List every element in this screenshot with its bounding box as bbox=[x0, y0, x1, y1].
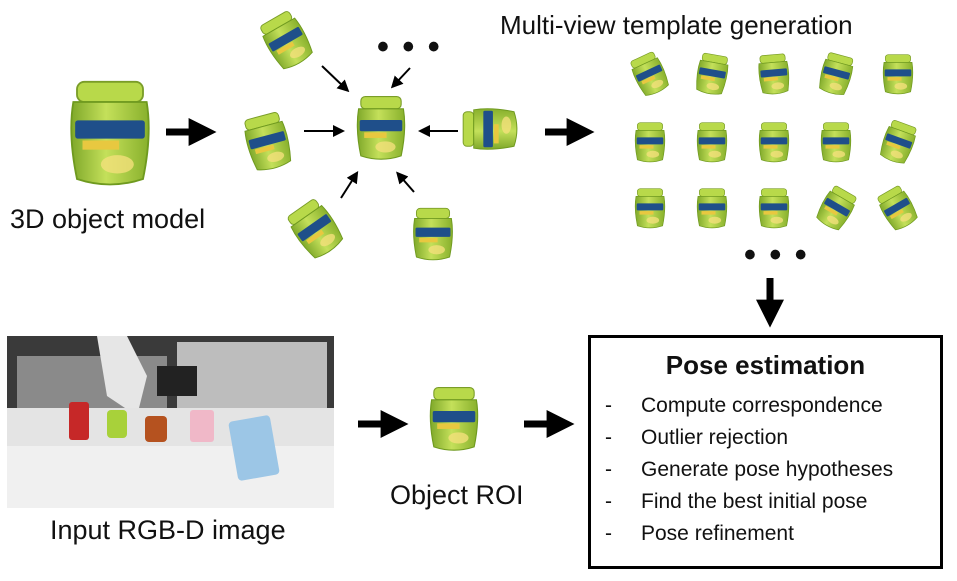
step-text: Compute correspondence bbox=[641, 394, 883, 417]
template-grid bbox=[622, 52, 922, 242]
template-jar bbox=[813, 50, 859, 100]
pose-step: - Outlier rejection bbox=[605, 426, 788, 450]
template-jar bbox=[694, 188, 730, 230]
object-roi-jar bbox=[426, 384, 482, 456]
pose-step: - Pose refinement bbox=[605, 522, 794, 546]
step-bullet: - bbox=[605, 458, 612, 481]
step-bullet: - bbox=[605, 522, 612, 545]
template-jar bbox=[810, 182, 862, 236]
view-jar bbox=[462, 105, 520, 153]
view-arrow bbox=[396, 171, 415, 193]
template-jar bbox=[632, 122, 668, 164]
label-multiview-template-generation: Multi-view template generation bbox=[500, 10, 853, 40]
view-arrow bbox=[340, 170, 359, 199]
pose-step: - Compute correspondence bbox=[605, 394, 883, 418]
pose-estimation-box: Pose estimation -Compute correspondence … bbox=[588, 335, 943, 569]
step-text: Pose refinement bbox=[641, 522, 794, 545]
pose-estimation-title: Pose estimation bbox=[665, 350, 866, 380]
template-jar bbox=[632, 188, 668, 230]
label-3d-object-model: 3D object model bbox=[10, 204, 206, 234]
template-jar bbox=[874, 117, 922, 169]
template-jar bbox=[754, 53, 794, 98]
view-arrow bbox=[321, 65, 350, 93]
view-arrow bbox=[390, 67, 411, 89]
ellipsis-templates: • • • bbox=[744, 236, 809, 274]
ellipsis-views: • • • bbox=[377, 28, 442, 66]
pose-step: - Generate pose hypotheses bbox=[605, 458, 893, 482]
template-jar bbox=[818, 122, 854, 164]
label-object-roi: Object ROI bbox=[390, 480, 524, 510]
template-jar bbox=[756, 188, 792, 230]
step-bullet: - bbox=[605, 426, 612, 449]
step-bullet: - bbox=[605, 490, 612, 513]
template-jar bbox=[625, 48, 675, 101]
step-text: Outlier rejection bbox=[641, 426, 789, 449]
step-bullet: - bbox=[605, 394, 612, 417]
template-jar bbox=[694, 122, 730, 164]
template-jar bbox=[872, 182, 924, 236]
template-jar bbox=[756, 122, 792, 164]
center-view-jar bbox=[353, 95, 409, 163]
template-jar bbox=[691, 51, 734, 99]
view-jar bbox=[410, 206, 456, 264]
input-rgbd-image bbox=[7, 336, 334, 508]
object-model-jar bbox=[60, 80, 160, 190]
pose-step: - Find the best initial pose bbox=[605, 490, 867, 514]
label-input-rgbd-image: Input RGB-D image bbox=[50, 515, 286, 545]
template-jar bbox=[880, 54, 916, 96]
step-text: Generate pose hypotheses bbox=[641, 458, 894, 481]
step-text: Find the best initial pose bbox=[641, 490, 868, 513]
